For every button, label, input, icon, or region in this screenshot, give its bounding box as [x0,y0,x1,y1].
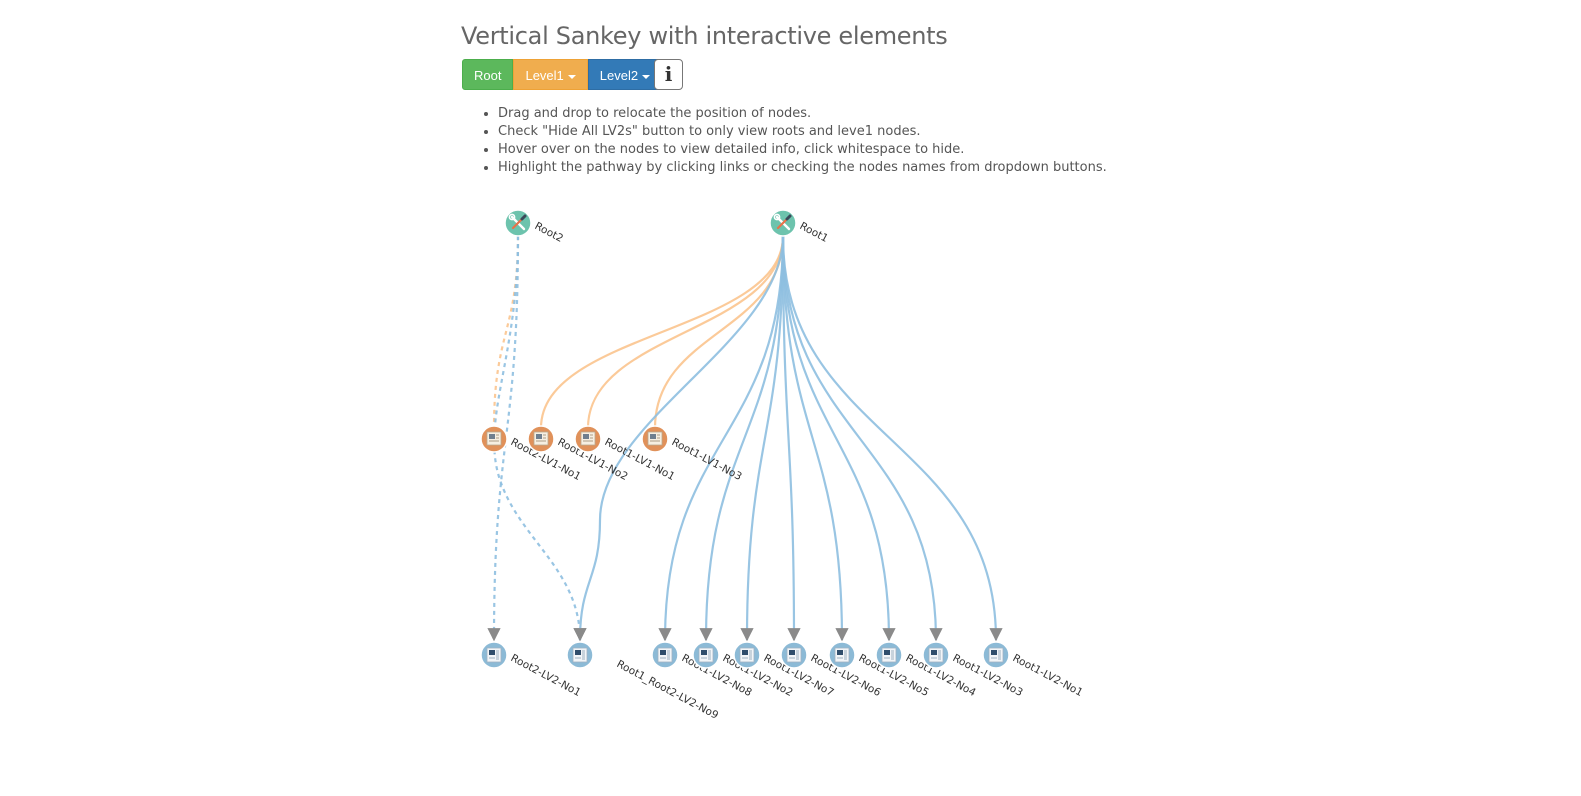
wrench-screwdriver-icon [508,213,527,231]
link-Root1-to-Root1-LV2-No6[interactable] [781,235,801,642]
level-button-group: Root Level1 Level2 [462,59,663,90]
link-Root1-to-Root1-LV2-No2[interactable] [699,235,785,642]
level1-button-label: Level1 [525,68,564,83]
monitor-icon [881,647,897,663]
document-icon [580,431,596,446]
monitor-icon [657,647,673,663]
caret-down-icon [642,74,651,79]
link-Root1-to-Root1-LV1-No1[interactable] [586,235,785,429]
level2-dropdown-button[interactable]: Level2 [587,59,663,90]
info-button[interactable]: i [654,59,683,90]
link-Root1-to-Root1_Root2-LV2-No9[interactable] [573,235,785,642]
instruction-item: Check "Hide All LV2s" button to only vie… [498,123,1107,141]
monitor-icon [739,647,755,663]
root-button-label: Root [474,68,502,83]
link-Root1-to-Root1-LV2-No7[interactable] [740,235,785,642]
info-icon: i [664,62,673,86]
instruction-item: Highlight the pathway by clicking links … [498,159,1107,177]
monitor-icon [928,647,944,663]
document-icon [647,431,663,446]
instructions-list: Drag and drop to relocate the position o… [480,105,1107,177]
monitor-icon [486,647,502,663]
node-Root2[interactable]: Root2 [504,209,566,245]
link-Root1-to-Root1-LV1-No3[interactable] [653,235,785,429]
level1-dropdown-button[interactable]: Level1 [513,59,588,90]
node-label: Root2 [533,220,566,245]
monitor-icon [572,647,588,663]
level2-button-label: Level2 [599,68,639,83]
links-layer [487,235,1003,642]
page-title: Vertical Sankey with interactive element… [461,22,948,50]
link-Root1-to-Root1-LV1-No2[interactable] [539,235,785,429]
link-Root1-to-Root1-LV2-No3[interactable] [781,235,943,642]
instruction-item: Drag and drop to relocate the position o… [498,105,1107,123]
node-label: Root1-LV1-No3 [670,436,744,483]
link-Root1-to-Root1-LV2-No8[interactable] [658,235,785,642]
document-icon [533,431,549,446]
node-Root1-LV2-No1[interactable]: Root1-LV2-No1 [982,641,1085,699]
monitor-icon [988,647,1004,663]
link-Root1-to-Root1-LV2-No5[interactable] [781,235,849,642]
root-button[interactable]: Root [462,59,514,90]
caret-down-icon [567,74,576,79]
monitor-icon [698,647,714,663]
link-Root1-to-Root1-LV2-No1[interactable] [781,235,1003,642]
link-Root2-to-Root2-LV1-No1[interactable] [492,235,520,429]
wrench-screwdriver-icon [773,213,792,231]
node-label: Root1 [798,220,831,245]
document-icon [486,431,502,446]
link-Root1-to-Root1-LV2-No4[interactable] [781,235,896,642]
monitor-icon [786,647,802,663]
node-Root1[interactable]: Root1 [769,209,831,245]
monitor-icon [834,647,850,663]
instruction-item: Hover over on the nodes to view detailed… [498,141,1107,159]
